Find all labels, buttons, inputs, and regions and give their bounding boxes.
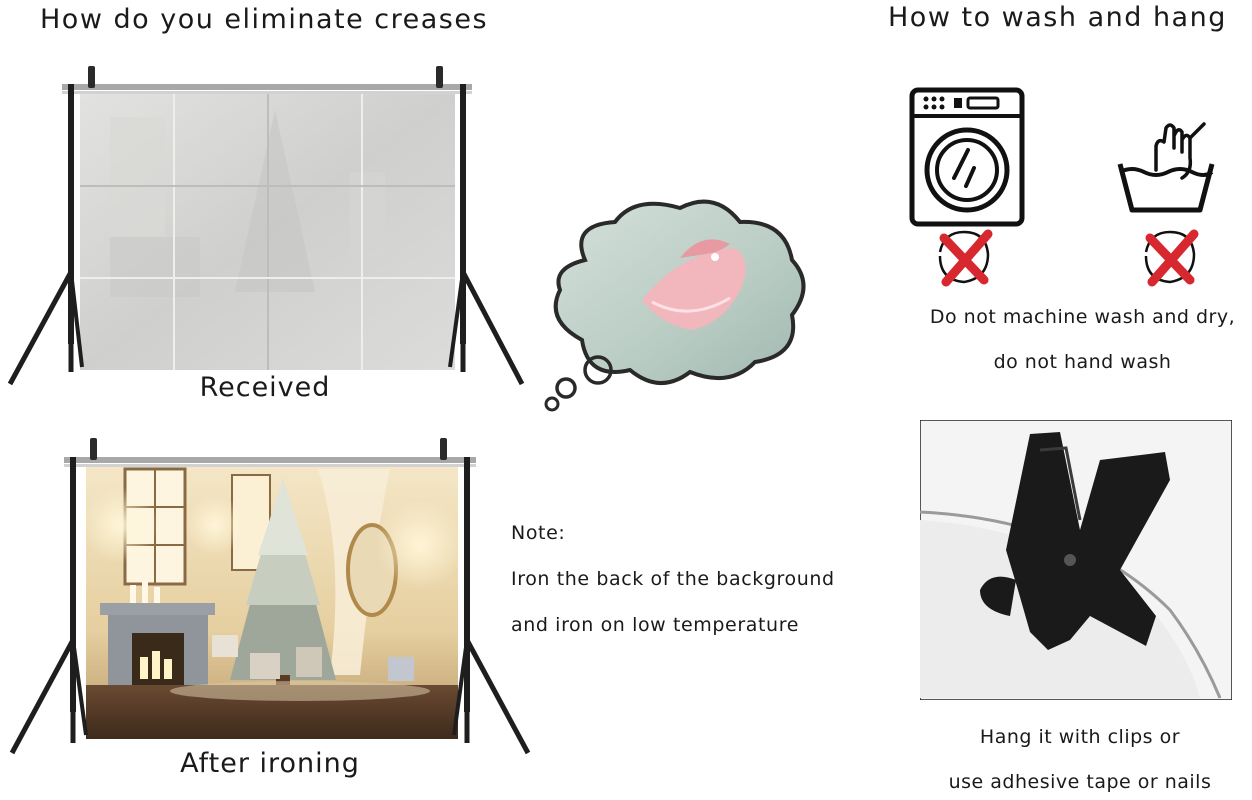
note-line-2: and iron on low temperature <box>511 614 799 636</box>
black-clip-icon <box>980 432 1170 650</box>
backdrop-stand-received <box>0 62 530 392</box>
red-cross-icon <box>930 226 996 288</box>
washing-machine-icon <box>908 86 1026 228</box>
note-line-1: Iron the back of the background <box>511 568 835 590</box>
after-ironing-label: After ironing <box>180 748 360 779</box>
hang-line-2: use adhesive tape or nails <box>948 771 1212 793</box>
note-heading: Note: <box>511 522 566 544</box>
wash-line-1: Do not machine wash and dry, <box>929 306 1236 328</box>
hang-line-1: Hang it with clips or <box>979 726 1181 748</box>
note-block: Note: Iron the back of the background an… <box>511 510 835 648</box>
backdrop-stand-ironed <box>0 435 535 760</box>
received-label: Received <box>199 372 331 403</box>
steam-iron-icon <box>642 239 746 330</box>
red-cross-icon <box>1136 226 1202 288</box>
right-title: How to wash and hang <box>888 2 1227 33</box>
wash-line-2: do not hand wash <box>993 351 1172 373</box>
left-title: How do you eliminate creases <box>40 4 489 35</box>
clip-photo <box>920 420 1232 700</box>
thought-cloud <box>530 190 820 420</box>
hand-wash-icon <box>1112 118 1220 218</box>
